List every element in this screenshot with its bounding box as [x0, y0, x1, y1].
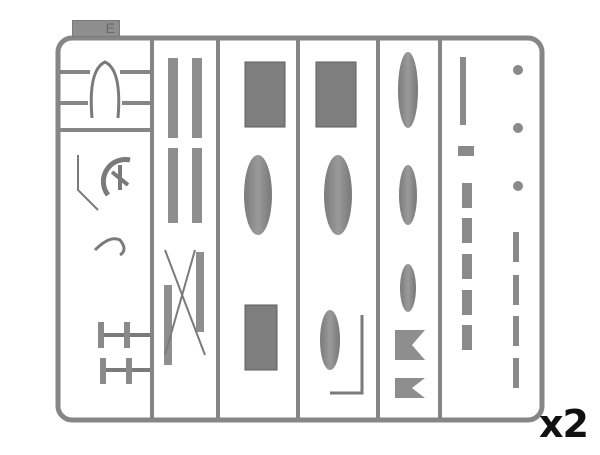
- sprue-letter: E: [105, 20, 115, 36]
- sprue-tab: E: [72, 20, 120, 37]
- quantity-label: x2: [539, 402, 589, 446]
